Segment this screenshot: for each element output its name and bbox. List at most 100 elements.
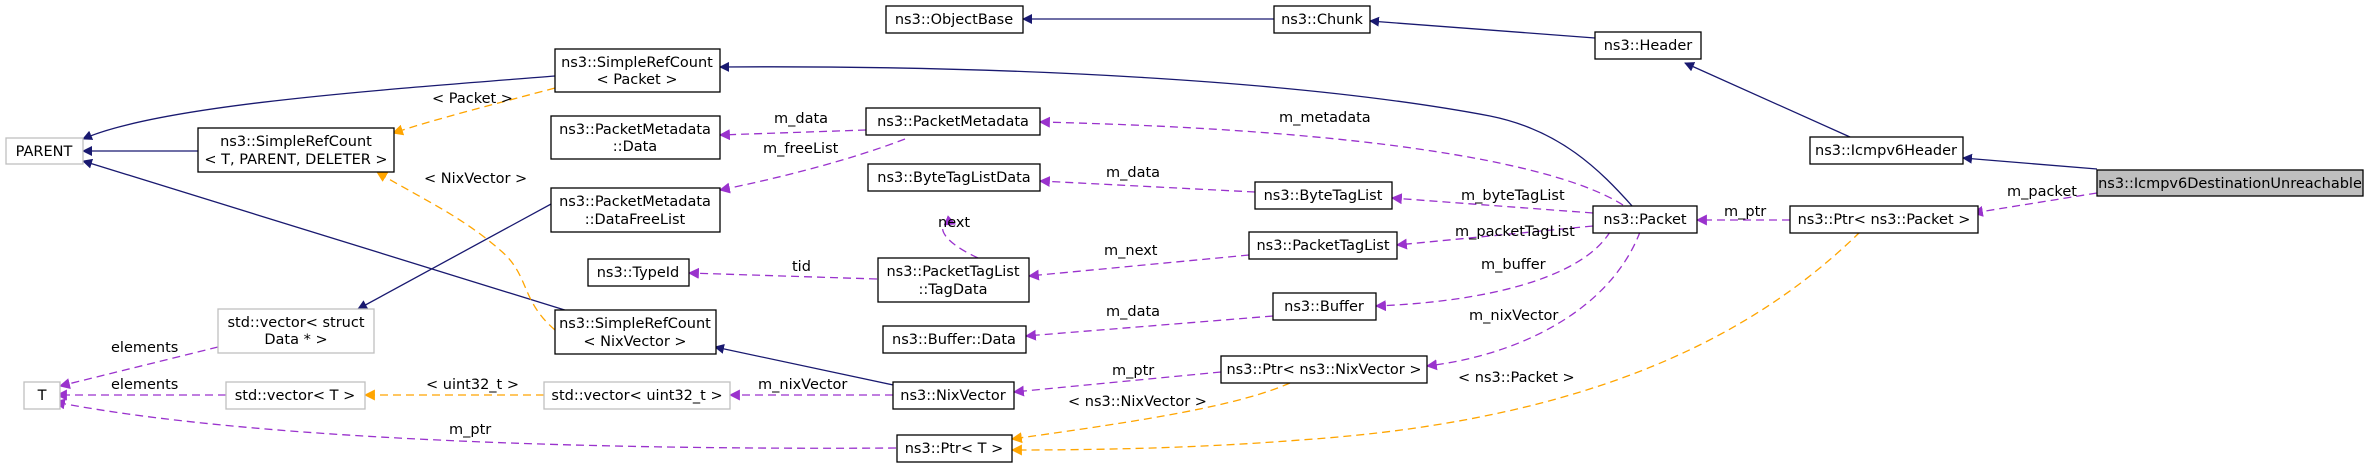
node-label-line1: std::vector< struct	[227, 315, 364, 331]
label-tmpl-nixvector: < NixVector >	[424, 171, 527, 187]
node-label: ns3::ByteTagListData	[877, 170, 1030, 186]
edge-m_byteTagList	[1390, 193, 1594, 214]
edge-tmpl-ns3-nixvector	[1010, 382, 1291, 444]
edge-nix-m_ptr	[1012, 371, 1222, 397]
edge-pm-m_data	[718, 129, 867, 141]
node-packettaglist[interactable]: ns3::PacketTagList	[1248, 231, 1398, 260]
edge-m_buffer	[1374, 231, 1611, 312]
node-vector-t[interactable]: std::vector< T >	[225, 381, 366, 410]
node-bytetaglistdata[interactable]: ns3::ByteTagListData	[867, 163, 1041, 192]
edge-t-m_ptr	[53, 398, 897, 449]
label-m_packetTagList: m_packetTagList	[1455, 224, 1575, 240]
label-m_byteTagList: m_byteTagList	[1461, 188, 1565, 204]
template-edges	[363, 87, 1861, 456]
edge-dfl-to-vecstruct	[357, 190, 576, 310]
label-tmpl-ns3-packet: < ns3::Packet >	[1458, 370, 1575, 386]
edge-btl-m_data	[1038, 176, 1256, 193]
label-tid: tid	[792, 259, 811, 275]
node-header[interactable]: ns3::Header	[1594, 31, 1702, 60]
label-m_nixVector: m_nixVector	[1469, 308, 1558, 324]
label-m_nixVector-vec: m_nixVector	[758, 377, 847, 393]
node-label: ns3::Header	[1604, 38, 1693, 54]
node-label-line1: ns3::SimpleRefCount	[561, 55, 713, 71]
node-label: ns3::Buffer::Data	[892, 332, 1016, 348]
label-t-m_ptr: m_ptr	[449, 422, 491, 438]
label-m_packet: m_packet	[2007, 184, 2077, 200]
label-m_buffer: m_buffer	[1481, 257, 1546, 273]
node-packetmetadata[interactable]: ns3::PacketMetadata	[865, 107, 1041, 136]
edge-tagdata-next	[942, 215, 979, 259]
edge-tagdata-tid	[687, 267, 878, 280]
edge-labels: m_packet m_ptr m_metadata m_byteTagList …	[111, 91, 2077, 438]
node-simplerefcount-packet[interactable]: ns3::SimpleRefCount < Packet >	[554, 48, 721, 93]
node-icmpv6-destination-unreachable[interactable]: ns3::Icmpv6DestinationUnreachable	[2096, 169, 2364, 197]
edge-header-to-chunk	[1369, 16, 1596, 39]
label-elements-t: elements	[111, 377, 178, 393]
node-label: ns3::PacketMetadata	[877, 114, 1029, 130]
node-label: ns3::Packet	[1603, 212, 1686, 228]
label-tmpl-uint32: < uint32_t >	[426, 377, 519, 393]
node-simplerefcount-nixvector[interactable]: ns3::SimpleRefCount < NixVector >	[554, 309, 717, 355]
node-label: ns3::Icmpv6DestinationUnreachable	[2098, 176, 2362, 192]
node-bytetaglist[interactable]: ns3::ByteTagList	[1254, 181, 1393, 210]
node-objectbase[interactable]: ns3::ObjectBase	[885, 5, 1024, 34]
node-label: ns3::Ptr< T >	[905, 441, 1004, 457]
edge-srcnix-to-parent	[82, 158, 598, 321]
inheritance-edges	[82, 14, 2098, 387]
node-ptr-nixvector[interactable]: ns3::Ptr< ns3::NixVector >	[1220, 355, 1428, 384]
edge-icmpv6header-to-header	[1684, 62, 1851, 138]
node-label: PARENT	[16, 144, 73, 160]
edge-tmpl-ns3-packet	[1010, 231, 1861, 456]
label-m_ptr-packet: m_ptr	[1724, 204, 1766, 220]
node-buffer[interactable]: ns3::Buffer	[1272, 292, 1377, 321]
label-next: next	[938, 215, 970, 231]
node-label: ns3::Chunk	[1281, 12, 1363, 28]
node-label-line1: ns3::PacketMetadata	[559, 122, 711, 138]
edge-m_next	[1027, 254, 1250, 281]
node-label-line2: ::DataFreeList	[585, 212, 686, 228]
node-vector-struct-data[interactable]: std::vector< struct Data * >	[217, 308, 375, 354]
edge-buffer-m_data	[1024, 315, 1274, 341]
node-label: ns3::Ptr< ns3::Packet >	[1798, 212, 1971, 228]
edge-elements-struct	[58, 346, 219, 389]
node-packetmetadata-datafreelist[interactable]: ns3::PacketMetadata ::DataFreeList	[550, 187, 721, 233]
node-label: ns3::TypeId	[597, 265, 680, 281]
usage-edges	[53, 116, 2098, 449]
node-typeid[interactable]: ns3::TypeId	[587, 258, 690, 287]
label-nix-m_ptr: m_ptr	[1112, 363, 1154, 379]
node-label: ns3::ObjectBase	[895, 12, 1013, 28]
edge-m_metadata	[1038, 116, 1624, 206]
node-label: ns3::ByteTagList	[1264, 188, 1383, 204]
node-nixvector[interactable]: ns3::NixVector	[892, 381, 1015, 410]
label-tmpl-packet: < Packet >	[432, 91, 513, 107]
node-vector-uint32[interactable]: std::vector< uint32_t >	[543, 381, 731, 410]
edge-icmpv6destunreach-to-icmpv6header	[1962, 153, 2098, 170]
node-simplerefcount-generic[interactable]: ns3::SimpleRefCount < T, PARENT, DELETER…	[197, 127, 395, 173]
edge-nixvector-to-srcnix	[714, 343, 899, 387]
edge-m_packetTagList	[1395, 225, 1594, 250]
node-ptr-packet[interactable]: ns3::Ptr< ns3::Packet >	[1789, 205, 1979, 234]
node-packet[interactable]: ns3::Packet	[1592, 205, 1698, 234]
node-icmpv6-header[interactable]: ns3::Icmpv6Header	[1809, 136, 1964, 165]
node-chunk[interactable]: ns3::Chunk	[1273, 5, 1371, 34]
label-buffer-m_data: m_data	[1106, 304, 1160, 320]
label-pm-m_data: m_data	[774, 111, 828, 127]
node-packettaglist-tagdata[interactable]: ns3::PacketTagList ::TagData	[877, 257, 1030, 303]
node-parent[interactable]: PARENT	[5, 137, 84, 165]
node-buffer-data[interactable]: ns3::Buffer::Data	[882, 325, 1027, 354]
edge-m_packet	[1971, 192, 2098, 217]
node-t[interactable]: T	[23, 381, 61, 410]
node-label-line1: ns3::SimpleRefCount	[220, 134, 372, 150]
node-ptr-t[interactable]: ns3::Ptr< T >	[896, 434, 1013, 463]
node-label: ns3::Icmpv6Header	[1815, 143, 1957, 159]
node-label-line1: ns3::SimpleRefCount	[559, 316, 711, 332]
node-label: ns3::PacketTagList	[1256, 238, 1389, 254]
node-packetmetadata-data[interactable]: ns3::PacketMetadata ::Data	[550, 115, 721, 160]
node-label: std::vector< uint32_t >	[551, 388, 722, 404]
label-m_metadata: m_metadata	[1279, 110, 1371, 126]
node-label-line2: < NixVector >	[583, 334, 686, 350]
node-label-line2: ::TagData	[919, 282, 988, 298]
edge-packet-to-simplerefcount-packet	[719, 61, 1634, 208]
label-tmpl-ns3-nixvector: < ns3::NixVector >	[1068, 394, 1207, 410]
